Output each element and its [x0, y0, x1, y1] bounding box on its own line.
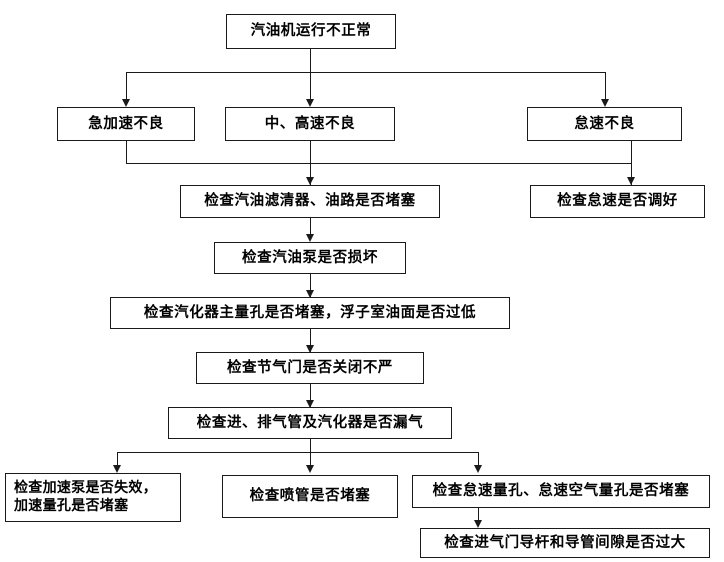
node-check-idle-jets[interactable]: 检查怠速量孔、怠速空气量孔是否堵塞 — [412, 475, 710, 508]
arrowhead-n13-n14 — [474, 520, 482, 528]
arrowhead-n8-n9 — [306, 345, 314, 353]
edge-n1-n2-drop — [126, 72, 127, 101]
edge-n1-stem — [310, 49, 311, 72]
arrowhead-n10-n11 — [113, 465, 121, 473]
edge-n10-n11-drop — [117, 452, 118, 470]
node-check-accelerator-pump[interactable]: 检查加速泵是否失效， 加速量孔是否堵塞 — [5, 473, 181, 522]
node-check-manifold-leak[interactable]: 检查进、排气管及汽化器是否漏气 — [168, 407, 452, 439]
edge-bus-row1 — [126, 72, 605, 73]
edge-n13-n14 — [478, 508, 479, 525]
arrowhead-n1-n2 — [122, 99, 130, 107]
node-poor-mid-high-speed[interactable]: 中、高速不良 — [225, 107, 395, 141]
node-check-nozzle[interactable]: 检查喷管是否堵塞 — [222, 475, 398, 518]
arrowhead-n4-n6 — [627, 177, 635, 185]
edge-bus-row7 — [117, 452, 478, 453]
arrowhead-n9-n10 — [306, 400, 314, 408]
edge-n8-n9 — [310, 329, 311, 352]
arrowhead-n10-n13 — [474, 465, 482, 473]
arrowhead-n10-n12 — [306, 465, 314, 473]
arrowhead-n3-n5 — [306, 177, 314, 185]
edge-n1-n3-drop — [310, 72, 311, 101]
arrowhead-n1-n3 — [306, 99, 314, 107]
edge-bus-row2 — [126, 163, 631, 164]
node-poor-acceleration[interactable]: 急加速不良 — [57, 107, 195, 141]
arrowhead-n1-n4 — [601, 99, 609, 107]
edge-n10-n13-drop — [478, 452, 479, 470]
node-check-accelerator-pump-line2: 加速量孔是否堵塞 — [14, 497, 129, 514]
node-engine-abnormal[interactable]: 汽油机运行不正常 — [226, 14, 396, 49]
edge-n10-n12-drop — [310, 452, 311, 470]
edge-n7-n8 — [310, 274, 311, 297]
arrowhead-n7-n8 — [306, 290, 314, 298]
edge-n2-stem — [126, 141, 127, 163]
arrowhead-n5-n7 — [306, 234, 314, 242]
edge-n4-n6 — [631, 141, 632, 185]
node-check-intake-valve-guide[interactable]: 检查进气门导杆和导管间隙是否过大 — [420, 528, 710, 558]
node-check-fuel-filter-line[interactable]: 检查汽油滤清器、油路是否堵塞 — [180, 185, 440, 218]
node-check-accelerator-pump-line1: 检查加速泵是否失效， — [14, 480, 157, 496]
edge-n9-n10 — [310, 384, 311, 407]
edge-n5-n7 — [310, 218, 311, 240]
edge-n3-n5 — [310, 141, 311, 185]
node-check-carburetor-main-jet[interactable]: 检查汽化器主量孔是否堵塞，浮子室油面是否过低 — [110, 297, 510, 329]
edge-n1-n4-drop — [605, 72, 606, 101]
node-poor-idle[interactable]: 怠速不良 — [527, 107, 682, 141]
node-check-fuel-pump[interactable]: 检查汽油泵是否损坏 — [214, 242, 406, 274]
edge-n10-stem — [310, 439, 311, 452]
node-check-throttle-valve[interactable]: 检查节气门是否关闭不严 — [196, 352, 424, 384]
node-check-idle-adjustment[interactable]: 检查怠速是否调好 — [530, 185, 705, 218]
